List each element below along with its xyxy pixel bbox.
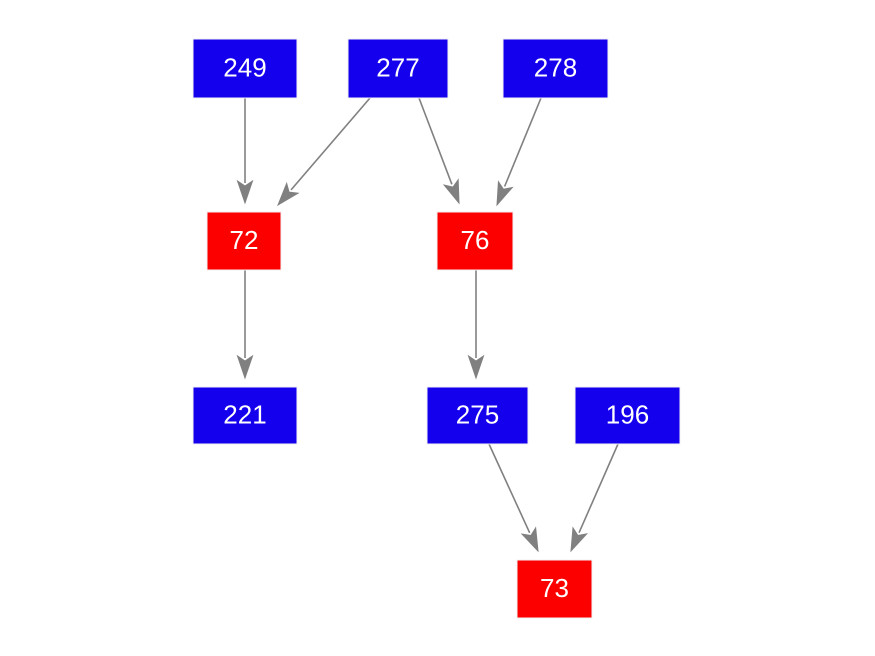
node-box[interactable] [192, 386, 298, 445]
edge-arrowhead-icon [236, 179, 254, 205]
edge-76-to-275 [467, 270, 485, 380]
node-277[interactable]: 277 [347, 38, 449, 99]
node-221[interactable]: 221 [192, 386, 298, 445]
node-label: 277 [376, 52, 419, 82]
edge-arrowhead-icon [442, 178, 460, 205]
edge-arrowhead-icon [467, 354, 485, 380]
node-box[interactable] [574, 386, 681, 445]
node-label: 72 [230, 225, 259, 255]
node-label: 275 [456, 399, 499, 429]
node-label: 76 [461, 225, 490, 255]
edge-shaft [488, 443, 531, 534]
node-76[interactable]: 76 [436, 211, 514, 271]
node-box[interactable] [192, 38, 298, 99]
edge-arrowhead-icon [276, 181, 300, 207]
node-label: 196 [606, 399, 649, 429]
node-label: 278 [534, 52, 577, 82]
edges-layer [236, 97, 619, 553]
edge-275-to-73 [488, 443, 539, 553]
edge-shaft [578, 443, 619, 534]
edge-278-to-76 [496, 97, 542, 207]
node-box[interactable] [436, 211, 514, 271]
node-box[interactable] [206, 211, 282, 271]
edge-72-to-221 [236, 270, 254, 380]
node-label: 221 [223, 399, 266, 429]
node-196[interactable]: 196 [574, 386, 681, 445]
node-275[interactable]: 275 [426, 386, 529, 445]
edge-arrowhead-icon [570, 526, 589, 553]
edge-shaft [418, 97, 453, 185]
node-278[interactable]: 278 [502, 38, 609, 99]
node-box[interactable] [426, 386, 529, 445]
nodes-layer: 249 277 278 72 76 221 275 196 73 [192, 38, 681, 619]
edge-277-to-72 [276, 97, 371, 207]
node-label: 73 [540, 573, 569, 603]
node-249[interactable]: 249 [192, 38, 298, 99]
node-label: 249 [223, 52, 266, 82]
node-72[interactable]: 72 [206, 211, 282, 271]
node-box[interactable] [502, 38, 609, 99]
edge-shaft [503, 97, 542, 187]
edge-arrowhead-icon [236, 354, 254, 380]
edge-arrowhead-icon [496, 180, 514, 207]
edge-arrowhead-icon [520, 526, 539, 553]
edge-196-to-73 [570, 443, 619, 553]
node-box[interactable] [347, 38, 449, 99]
edge-shaft [290, 97, 371, 191]
edge-277-to-76 [418, 97, 460, 205]
edge-249-to-72 [236, 98, 254, 205]
node-box[interactable] [516, 559, 593, 619]
node-73[interactable]: 73 [516, 559, 593, 619]
